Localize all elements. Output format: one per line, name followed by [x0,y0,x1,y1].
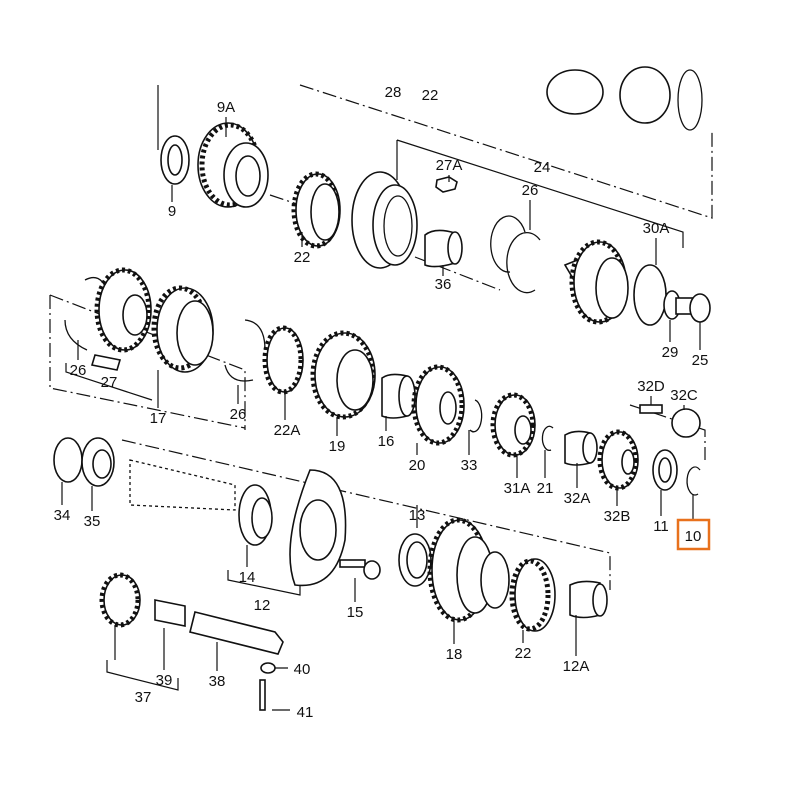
label-9: 9 [168,203,176,220]
part-16-bearing [381,373,416,419]
part-27a-key [435,176,458,193]
label-25: 25 [692,352,709,369]
part-31a-gear [490,392,536,458]
label-11: 11 [653,518,669,535]
label-31a: 31A [504,480,531,497]
label-32b: 32B [604,508,631,525]
label-30a: 30A [643,220,670,237]
part-24-synchro-sleeve [351,171,418,269]
label-21: 21 [537,480,554,497]
part-11-washer [652,449,678,491]
label-14: 14 [239,569,256,586]
part-9a-gear [197,122,269,208]
part-18-gear [427,517,510,623]
part-29-25-bolt [663,290,711,323]
part-41-bolt [259,679,266,711]
part-9-washer [160,135,190,185]
part-22a-synchro-ring [262,325,304,395]
part-26-circlip-mid [224,319,266,382]
part-22-synchro-ring-lower [509,558,556,632]
label-17: 17 [150,410,167,427]
label-12: 12 [254,597,271,614]
part-40-washer [260,662,276,674]
part-21-circlip [541,425,554,451]
part-17-synchro-assembly [64,267,214,373]
label-41: 41 [297,704,314,721]
label-22: 22 [515,645,532,662]
part-33-circlip [469,399,483,433]
part-37-reverse-gear [99,572,284,655]
label-27: 27 [101,374,118,391]
label-13: 13 [409,507,426,524]
shaft-outline [129,459,236,511]
part-32a-bearing [564,430,598,466]
assembly-lines [49,84,713,691]
part-20-gear [411,364,465,446]
label-18: 18 [446,646,463,663]
part-hub-30 [563,239,629,325]
part-34-35-bearing [53,437,115,487]
part-22-synchro-ring [291,171,341,249]
label-16: 16 [378,433,395,450]
label-39: 39 [156,672,173,689]
part-labels: 28 22 9A 9 27A 24 26 22 36 30A 29 25 26 … [54,84,711,721]
label-37: 37 [135,689,152,706]
label-32d: 32D [637,378,665,395]
highlight-box-10 [676,518,711,551]
label-22: 22 [294,249,311,266]
label-40: 40 [294,661,311,678]
label-28: 28 [385,84,402,101]
label-24: 24 [534,159,551,176]
label-26: 26 [522,182,539,199]
label-19: 19 [329,438,346,455]
label-26: 26 [70,362,87,379]
label-38: 38 [209,673,226,690]
label-34: 34 [54,507,71,524]
label-22: 22 [422,87,439,104]
label-15: 15 [347,604,364,621]
label-9a: 9A [217,99,235,116]
label-26: 26 [230,406,247,423]
part-12a-needle-bearing [569,580,608,619]
part-30a-washer [633,264,667,326]
label-35: 35 [84,513,101,530]
label-12a: 12A [563,658,590,675]
label-36: 36 [435,276,452,293]
label-27a: 27A [436,157,463,174]
part-12-plate [289,469,347,587]
label-10[interactable]: 10 [685,528,702,545]
part-32d-32c-bolt [639,404,701,438]
part-19-gear [310,330,376,420]
part-32b-gear [597,429,639,491]
part-26-circlips [490,215,541,294]
label-20: 20 [409,457,426,474]
label-22a: 22A [274,422,301,439]
part-10-circlip [686,466,701,496]
part-14-bearing [238,484,273,546]
label-33: 33 [461,457,478,474]
part-15-bolt [339,559,381,580]
label-29: 29 [662,344,679,361]
part-13-washer [398,533,432,587]
partial-parts-top [546,66,703,131]
label-32a: 32A [564,490,591,507]
label-32c: 32C [670,387,698,404]
part-36-needle-bearing [424,229,463,268]
leader-lines [61,117,701,711]
